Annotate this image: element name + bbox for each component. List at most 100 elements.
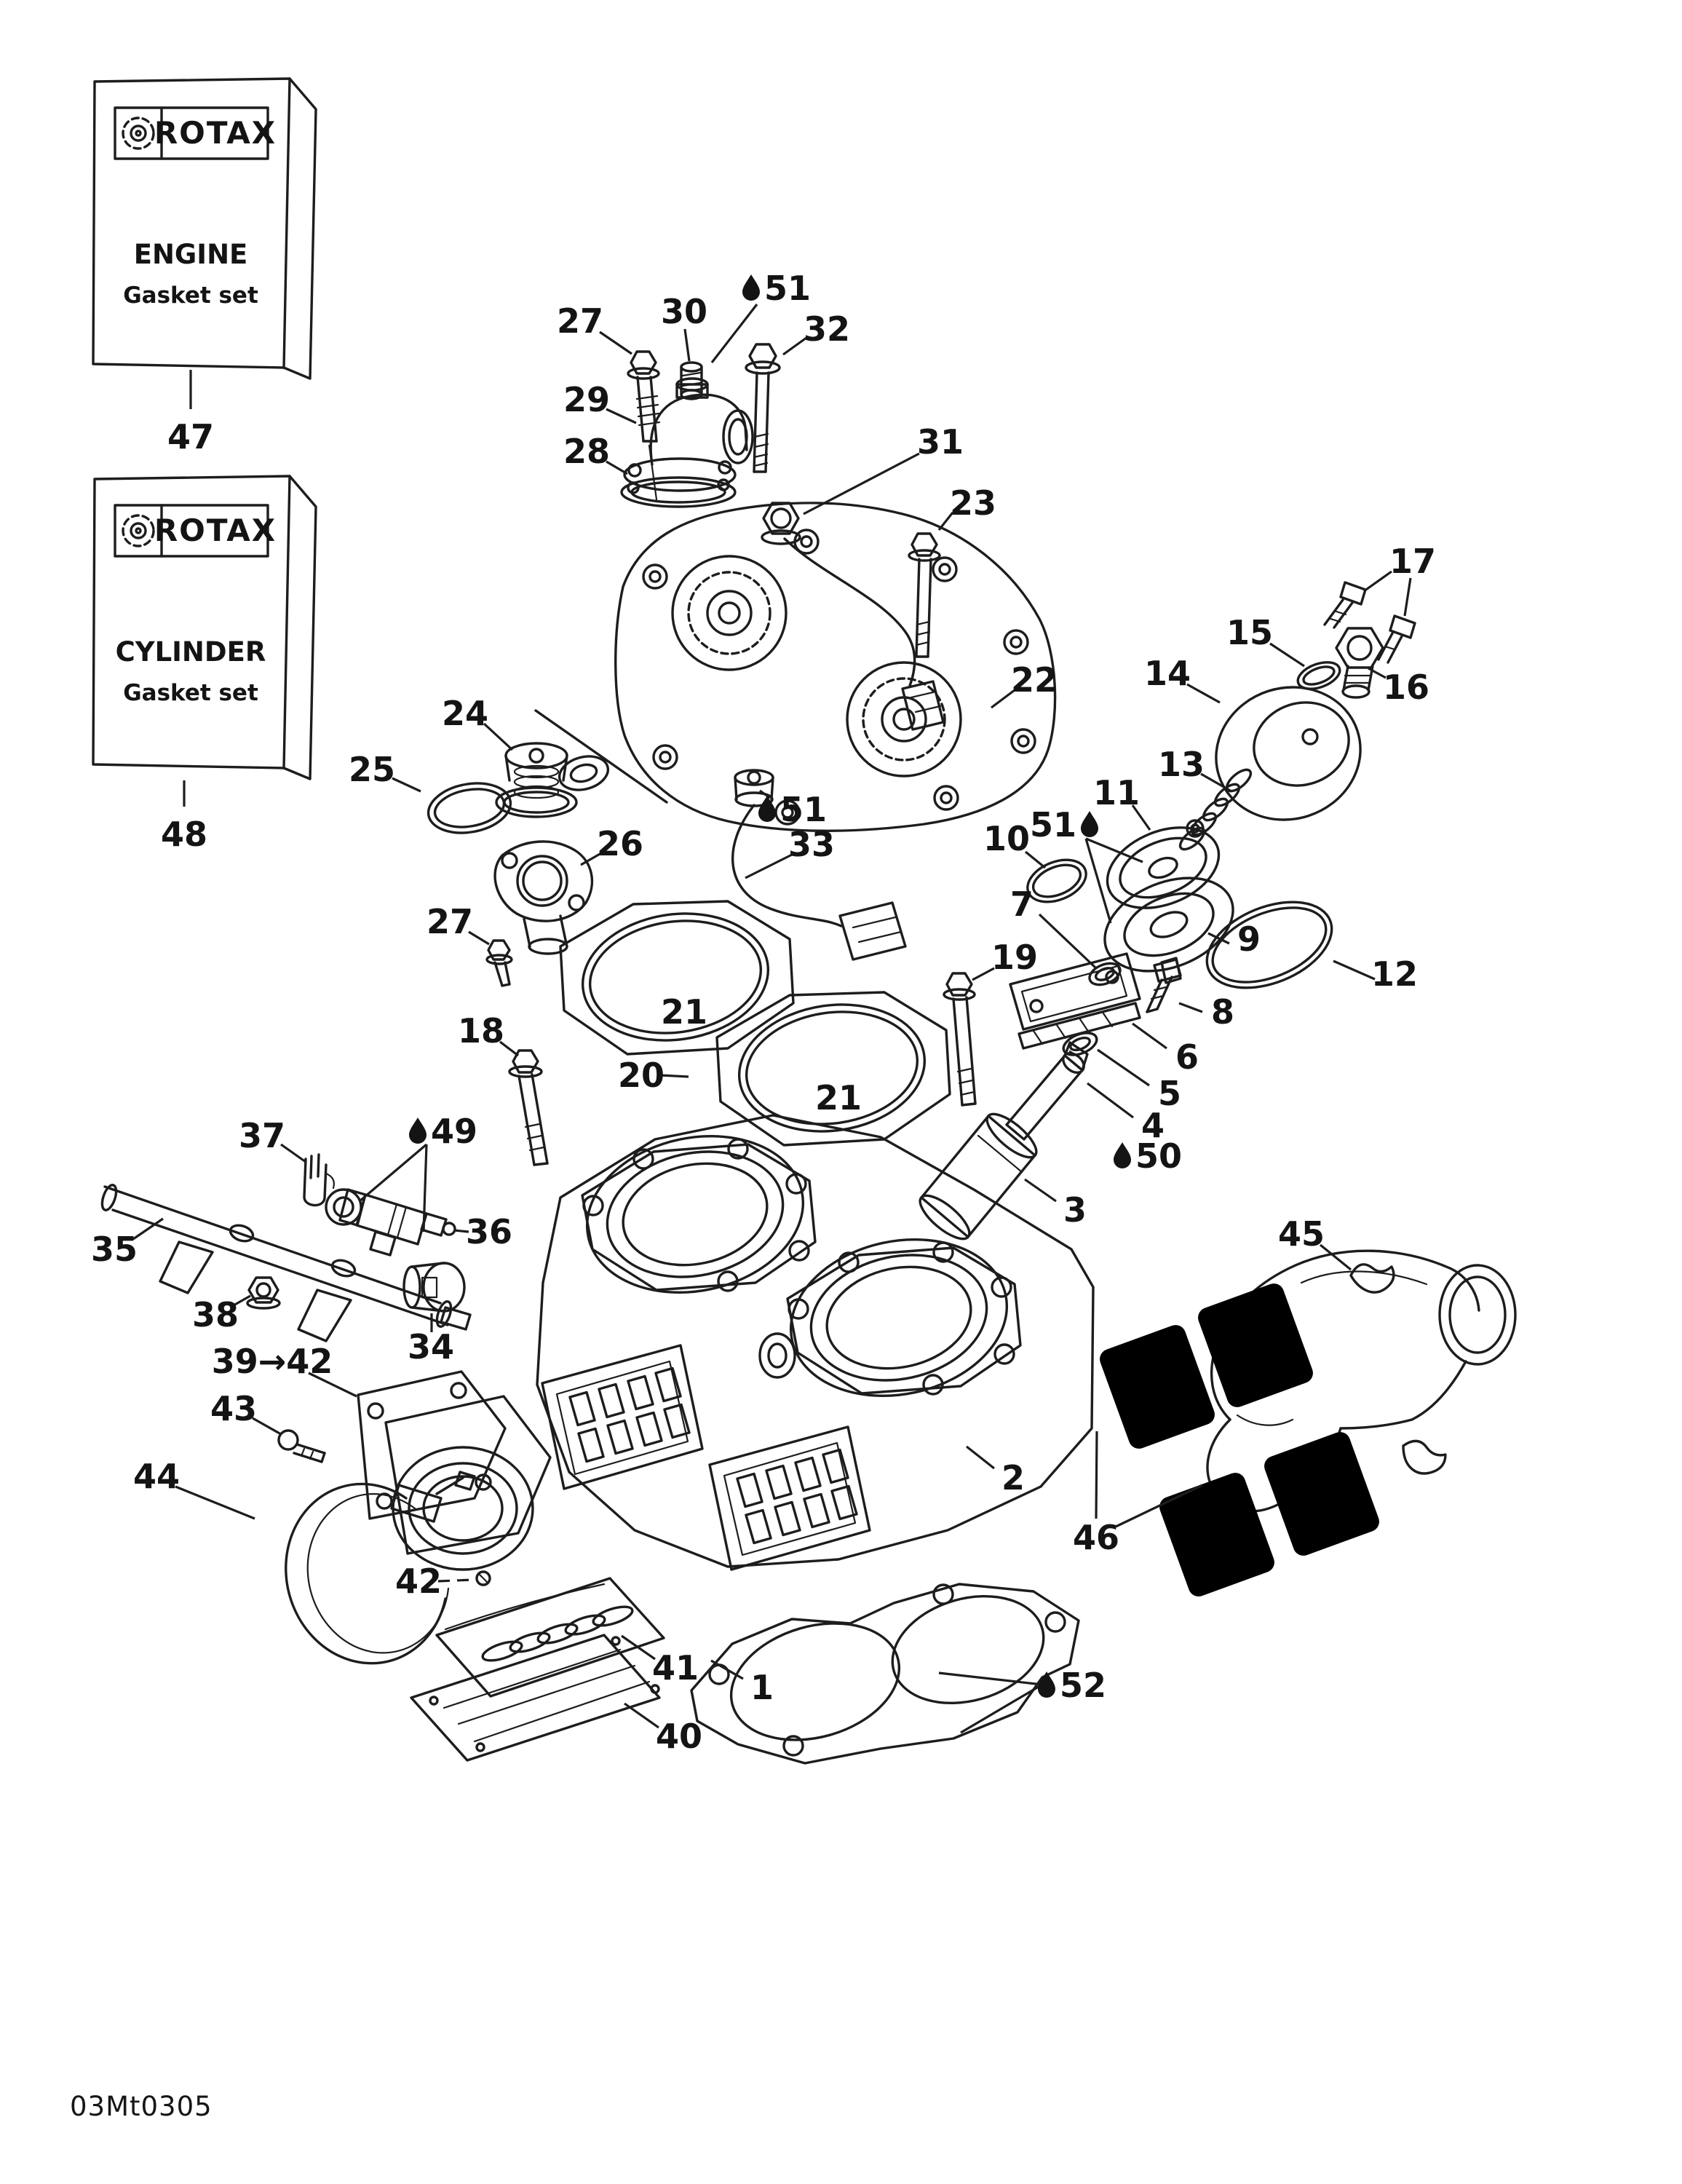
leader-line bbox=[606, 460, 628, 475]
callout-29: 29 bbox=[563, 380, 637, 424]
part-24-thermostat bbox=[495, 742, 578, 818]
part-number-label: 32 bbox=[804, 309, 850, 349]
part-number-label: 42 bbox=[395, 1562, 442, 1601]
leader-line bbox=[499, 1040, 519, 1057]
leader-line bbox=[1333, 960, 1376, 981]
callout-10: 10 bbox=[983, 819, 1047, 869]
part-18-bolt bbox=[508, 1049, 549, 1166]
leader-line bbox=[1368, 667, 1387, 679]
pointer-lines bbox=[534, 709, 668, 804]
callout-31: 31 bbox=[803, 422, 964, 515]
callout-14: 14 bbox=[1144, 654, 1221, 704]
package-brand: ROTAX bbox=[154, 115, 277, 151]
callout-51: 51 bbox=[1030, 805, 1143, 924]
callout-9: 9 bbox=[1207, 919, 1261, 959]
callout-13: 13 bbox=[1158, 745, 1232, 793]
part-12-o-ring bbox=[1205, 901, 1333, 989]
leader-line bbox=[1132, 1022, 1167, 1050]
leader-line bbox=[710, 304, 758, 363]
callout-18: 18 bbox=[458, 1011, 519, 1057]
leader-line bbox=[422, 1144, 428, 1233]
callout-39-42: 39→42 bbox=[212, 1342, 357, 1398]
callout-51: 51 bbox=[710, 269, 811, 363]
part-number-label: 37 bbox=[239, 1116, 285, 1155]
part-33-sensor-wire bbox=[731, 769, 907, 961]
part-1-base-gasket bbox=[690, 1583, 1080, 1765]
part-number-label: 52 bbox=[1060, 1666, 1106, 1705]
callout-6: 6 bbox=[1132, 1022, 1199, 1077]
part-number-label: 51 bbox=[1030, 805, 1076, 844]
part-23-bolt bbox=[908, 532, 941, 658]
callout-47: 47 bbox=[167, 370, 214, 456]
leader-line bbox=[1131, 804, 1151, 831]
part-number-label: 44 bbox=[133, 1457, 180, 1496]
part-36-fuel-injector bbox=[325, 1188, 456, 1257]
leader-line bbox=[782, 336, 807, 356]
oil-droplet-icon bbox=[1038, 1671, 1055, 1698]
callout-16: 16 bbox=[1368, 667, 1429, 707]
leader-line bbox=[1269, 642, 1305, 668]
part-number-label: 6 bbox=[1175, 1037, 1199, 1077]
part-number-label: 27 bbox=[557, 301, 603, 341]
leader-line bbox=[624, 1702, 659, 1729]
part-number-label: 35 bbox=[91, 1230, 138, 1269]
part-number-label: 38 bbox=[192, 1295, 239, 1334]
leader-line bbox=[1363, 570, 1392, 593]
part-14-valve-cover bbox=[1215, 686, 1362, 821]
leader-line bbox=[1200, 772, 1232, 793]
part-15-o-ring bbox=[1296, 661, 1341, 690]
part-30-plug bbox=[680, 361, 703, 400]
part-number-label: 15 bbox=[1226, 613, 1273, 652]
callout-17: 17 bbox=[1363, 542, 1436, 617]
leader-line bbox=[1085, 837, 1143, 863]
callout-15: 15 bbox=[1226, 613, 1305, 668]
callout-21: 21 bbox=[815, 1078, 862, 1117]
part-29-water-elbow bbox=[623, 377, 754, 492]
part-number-label: 2 bbox=[1001, 1458, 1025, 1497]
part-11-diaphragm bbox=[1106, 819, 1221, 909]
part-number-label: 20 bbox=[618, 1056, 665, 1095]
leader-line bbox=[599, 331, 632, 355]
callout-11: 11 bbox=[1093, 773, 1151, 831]
leader-line bbox=[1095, 1431, 1098, 1519]
leader-line bbox=[759, 789, 771, 799]
part-number-label: 4 bbox=[1141, 1106, 1165, 1145]
oil-droplet-icon bbox=[409, 1117, 427, 1144]
part-6-valve-plate bbox=[1009, 952, 1141, 1050]
leader-line bbox=[683, 328, 691, 362]
callout-44: 44 bbox=[133, 1457, 255, 1520]
leader-line bbox=[1084, 838, 1112, 924]
leader-line bbox=[175, 1485, 255, 1520]
part-44-hose-clamp bbox=[285, 1471, 476, 1665]
part-35-fuel-rail bbox=[100, 1184, 472, 1342]
callout-40: 40 bbox=[624, 1702, 702, 1756]
callout-19: 19 bbox=[972, 938, 1038, 981]
leader-line bbox=[233, 1294, 251, 1307]
part-number-label: 17 bbox=[1389, 542, 1436, 581]
callout-33: 33 bbox=[745, 825, 835, 879]
callout-36: 36 bbox=[453, 1212, 512, 1251]
oil-droplet-icon bbox=[1114, 1142, 1131, 1168]
leader-line bbox=[1186, 683, 1221, 704]
part-number-label: 7 bbox=[1010, 885, 1034, 924]
callout-4: 4 bbox=[1087, 1082, 1165, 1145]
callout-25: 25 bbox=[349, 750, 421, 793]
part-25-o-ring bbox=[427, 782, 512, 834]
part-number-label: 25 bbox=[349, 750, 395, 789]
part-number-label: 16 bbox=[1383, 668, 1429, 707]
leader-line bbox=[1024, 1178, 1057, 1203]
callout-20: 20 bbox=[618, 1056, 689, 1095]
callout-42: 42 bbox=[395, 1562, 474, 1601]
part-number-label: 39→42 bbox=[212, 1342, 333, 1381]
thermostat-location-pointer-line bbox=[534, 709, 668, 804]
part-number-label: 49 bbox=[431, 1112, 477, 1151]
part-21-head-gasket-rear bbox=[715, 991, 951, 1147]
callout-50: 50 bbox=[1114, 1136, 1182, 1176]
leader-line bbox=[938, 1671, 1043, 1686]
part-number-label: 33 bbox=[788, 825, 835, 864]
leader-line bbox=[1024, 850, 1047, 869]
leader-line bbox=[1319, 1243, 1352, 1271]
part-16-fitting bbox=[1335, 627, 1384, 699]
